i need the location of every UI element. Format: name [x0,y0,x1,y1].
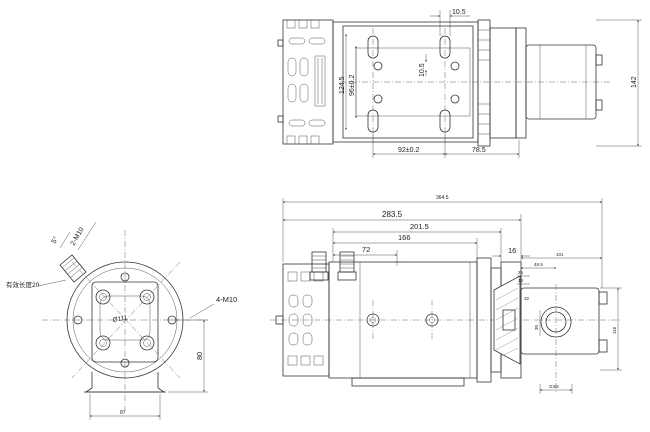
side-view: 364.5 283.5 201.5 166 72 16 101 48.5 25 [270,195,622,394]
dim-32: 32 [524,296,530,301]
side-view-motor-body [328,261,478,387]
dim-166: 166 [398,233,411,242]
dim-30: 30 [534,324,539,330]
top-view-flange [477,19,527,147]
top-view-terminal-block [277,19,334,145]
dim-124-5: 124.5 [339,76,346,94]
top-view-dimensions: 10.5 10.5 124.5 96±0.2 142 92±0.2 78.5 [339,9,642,158]
dim-80: 80 [195,352,204,360]
dim-48-5: 48.5 [534,262,543,267]
side-view-dimensions: 364.5 283.5 201.5 166 72 16 101 48.5 25 [282,195,622,394]
dim-96: 96±0.2 [349,75,356,96]
dim-72: 72 [362,245,370,254]
end-view-terminal-post [59,254,87,283]
dim-total: 364.5 [436,195,449,201]
end-view-bolt-holes [73,272,177,368]
dim-92: 92±0.2 [398,147,419,154]
dim-10-5-mid: 10.5 [419,63,426,77]
dim-116: 116 [612,326,617,334]
effective-length-note: 有效长度20 [6,280,40,289]
dim-16: 16 [508,246,516,255]
dim-end-bottom: 87 [120,410,126,416]
dim-101: 101 [556,252,564,257]
side-view-pump [520,284,608,394]
dim-25: 25 [518,270,524,275]
dim-142: 142 [631,76,638,88]
dim-center: Ø111 [112,314,128,324]
dim-side-bottom: G3/4 [549,384,559,389]
dim-201-5: 201.5 [410,222,429,231]
end-view: 5° 2-M10 有效长度20 4-M10 Ø111 80 87 [6,221,237,420]
dim-78-5: 78.5 [472,147,486,154]
dim-283-5: 283.5 [382,210,403,219]
dim-5-deg: 5° [50,235,60,245]
end-view-dimensions: 5° 2-M10 有效长度20 4-M10 Ø111 80 87 [6,221,237,420]
dim-4-m10: 4-M10 [216,295,237,304]
dim-10-5-top: 10.5 [452,9,466,16]
dim-2-m10: 2-M10 [70,226,86,247]
top-view: 10.5 10.5 124.5 96±0.2 142 92±0.2 78.5 [277,9,642,158]
dim-13: 13 [518,278,524,283]
